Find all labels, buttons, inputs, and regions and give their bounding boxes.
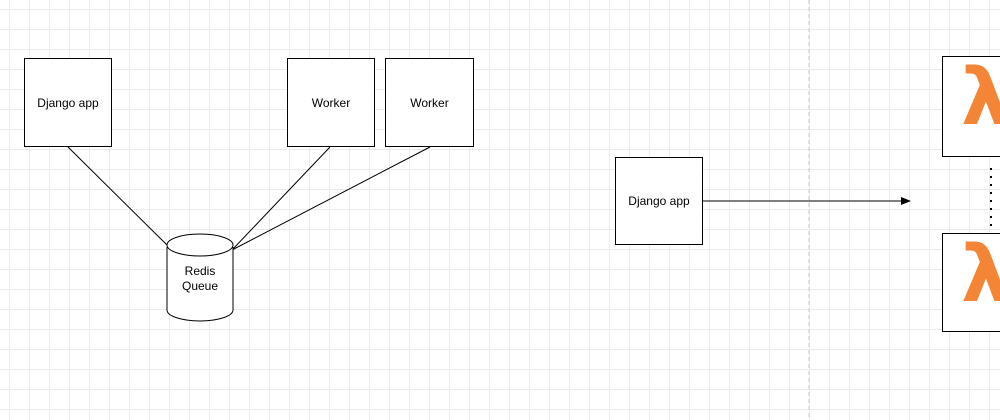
worker-label-2: Worker xyxy=(410,95,449,110)
redis-queue-label: Redis Queue xyxy=(167,264,233,294)
django-app-label-left: Django app xyxy=(37,95,99,110)
connector-django-to-queue xyxy=(67,146,168,246)
connector-worker1-to-queue xyxy=(231,146,331,251)
worker-box-2: Worker xyxy=(385,58,474,147)
redis-queue-cylinder xyxy=(166,233,234,322)
django-app-label-right: Django app xyxy=(628,194,690,208)
django-app-box-right: Django app xyxy=(615,157,703,245)
lambda-box-bottom: λ xyxy=(942,233,1000,332)
redis-queue-label-line2: Queue xyxy=(181,279,219,293)
connector-worker2-to-queue xyxy=(231,146,431,251)
lambda-box-top: λ xyxy=(942,56,1000,157)
lambda-icon-top: λ xyxy=(961,59,1000,137)
redis-queue-label-line1: Redis xyxy=(184,264,216,278)
worker-label-1: Worker xyxy=(311,95,351,110)
django-app-box-left: Django app xyxy=(24,58,112,147)
lambda-icon-bottom: λ xyxy=(961,236,1000,314)
worker-box-1: Worker xyxy=(287,58,375,147)
